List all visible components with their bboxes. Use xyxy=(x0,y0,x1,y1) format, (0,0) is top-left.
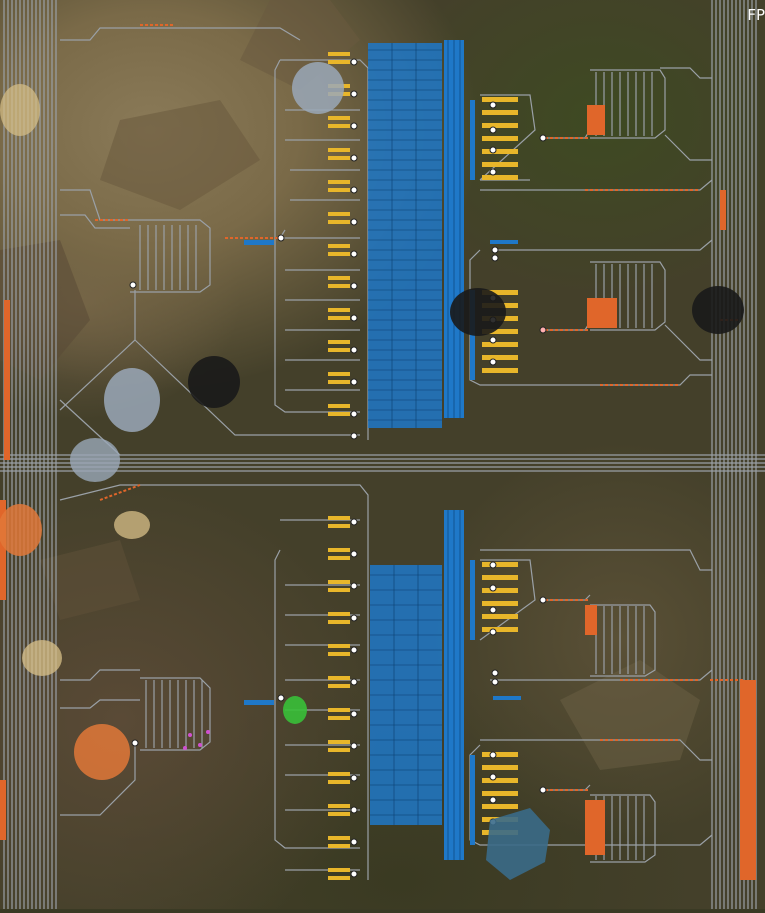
rail-signals xyxy=(129,58,547,878)
rail-mainline-horizontal xyxy=(0,454,765,472)
resource-patches xyxy=(0,62,744,880)
belts-orange xyxy=(95,24,745,791)
terrain-patches xyxy=(0,0,700,770)
stations-west-south xyxy=(328,516,350,880)
stations-east xyxy=(482,97,518,835)
inserter-clusters xyxy=(0,105,756,880)
belt-array-north xyxy=(368,40,464,428)
fps-counter-label: FP xyxy=(747,6,765,24)
belt-array-south xyxy=(370,510,464,860)
